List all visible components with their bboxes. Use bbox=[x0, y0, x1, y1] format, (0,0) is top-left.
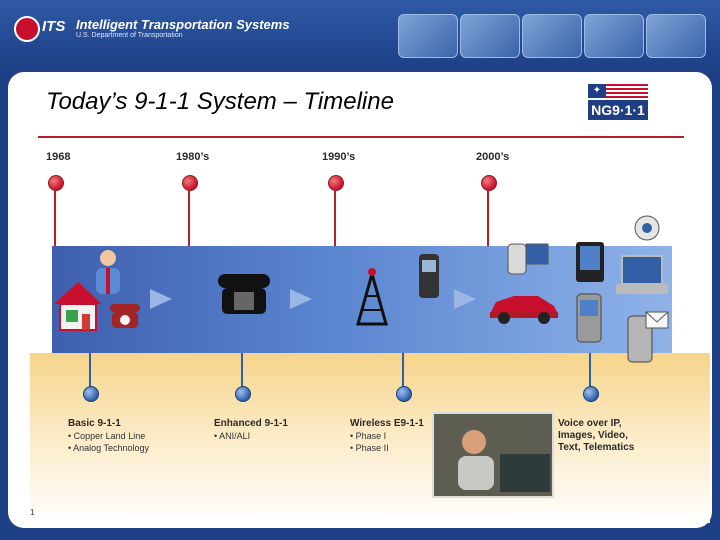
house-icon bbox=[54, 282, 102, 331]
header-thumb-5 bbox=[646, 14, 706, 58]
era-enhanced-label: Enhanced 9-1-1 • ANI/ALI bbox=[214, 418, 288, 442]
rotary-phone-icon bbox=[110, 304, 140, 328]
timeline-stem-1968 bbox=[54, 189, 56, 246]
timeline-stem-1980s bbox=[188, 189, 190, 246]
header-thumb-4 bbox=[584, 14, 644, 58]
header-thumb-1 bbox=[398, 14, 458, 58]
smartphone-icon bbox=[576, 293, 602, 343]
video-camera-icon bbox=[507, 243, 549, 275]
lower-marker-4 bbox=[583, 386, 599, 402]
timeline-year-2000s: 2000’s bbox=[476, 151, 510, 163]
its-logo-text: ITS bbox=[42, 18, 66, 35]
dispatcher-image bbox=[434, 414, 552, 496]
era-bullet: • ANI/ALI bbox=[214, 431, 251, 441]
brand-subtitle: U.S. Department of Transportation bbox=[76, 32, 183, 39]
timeline-year-1980s: 1980’s bbox=[176, 151, 210, 163]
timeline-marker-1968 bbox=[48, 175, 64, 191]
dispatcher-photo bbox=[432, 412, 554, 498]
title-rule bbox=[38, 136, 684, 138]
arrow-right-icon bbox=[150, 289, 172, 309]
webcam-icon bbox=[634, 215, 660, 241]
star-icon: ✦ bbox=[588, 84, 606, 98]
arrow-right-icon bbox=[290, 289, 312, 309]
era-heading: Voice over IP, bbox=[558, 418, 622, 429]
cellphone-icon bbox=[419, 254, 439, 298]
timeline-stem-lower-1 bbox=[89, 353, 91, 388]
cell-tower-icon bbox=[356, 268, 388, 326]
era-heading: Basic 9-1-1 bbox=[68, 418, 121, 429]
timeline-stem-1990s bbox=[334, 189, 336, 246]
slide-title: Today’s 9-1-1 System – Timeline bbox=[46, 88, 394, 115]
arrow-right-icon bbox=[454, 289, 476, 309]
slide-page-number: 1 bbox=[30, 508, 35, 517]
era-heading: Enhanced 9-1-1 bbox=[214, 418, 288, 429]
lower-marker-2 bbox=[235, 386, 251, 402]
era-wireless-label: Wireless E9-1-1 • Phase I • Phase II bbox=[350, 418, 424, 454]
car-icon bbox=[490, 296, 558, 324]
pda-icon bbox=[576, 242, 604, 282]
timeline-stem-lower-3 bbox=[402, 353, 404, 388]
dot-logo-icon bbox=[14, 16, 40, 42]
lower-marker-3 bbox=[396, 386, 412, 402]
desk-phone-icon bbox=[218, 274, 270, 314]
lower-gradient-area bbox=[30, 353, 710, 523]
era-bullet: • Copper Land Line bbox=[68, 431, 146, 441]
timeline-stem-lower-2 bbox=[241, 353, 243, 388]
person-icon bbox=[96, 250, 120, 294]
era-heading: Wireless E9-1-1 bbox=[350, 418, 424, 429]
era-bullet: Images, Video, bbox=[558, 430, 628, 441]
timeline-year-1968: 1968 bbox=[46, 151, 71, 163]
era-bullet: • Phase II bbox=[350, 443, 389, 453]
brand-name: Intelligent Transportation Systems bbox=[76, 17, 290, 32]
era-bullet: • Phase I bbox=[350, 431, 387, 441]
era-basic-label: Basic 9-1-1 • Copper Land Line • Analog … bbox=[68, 418, 149, 454]
timeline-marker-1980s bbox=[182, 175, 198, 191]
timeline-year-1990s: 1990’s bbox=[322, 151, 356, 163]
era-voip-label: Voice over IP, Images, Video, Text, Tele… bbox=[558, 418, 634, 454]
timeline-marker-1990s bbox=[328, 175, 344, 191]
laptop-icon bbox=[616, 255, 668, 294]
header-thumb-3 bbox=[522, 14, 582, 58]
its-header: ITS Intelligent Transportation Systems U… bbox=[0, 0, 720, 70]
header-thumb-2 bbox=[460, 14, 520, 58]
era-bullet: • Analog Technology bbox=[68, 443, 150, 453]
timeline-stem-2000s bbox=[487, 189, 489, 246]
email-phone-icon bbox=[627, 311, 669, 363]
its-logo: ITS bbox=[14, 16, 70, 42]
era-bullet: Text, Telematics bbox=[558, 442, 635, 453]
lower-marker-1 bbox=[83, 386, 99, 402]
ng911-logo: ✦ NG9·1·1 bbox=[588, 84, 648, 122]
ng911-logo-text: NG9·1·1 bbox=[588, 100, 648, 120]
timeline-marker-2000s bbox=[481, 175, 497, 191]
timeline-stem-lower-4 bbox=[589, 353, 591, 388]
